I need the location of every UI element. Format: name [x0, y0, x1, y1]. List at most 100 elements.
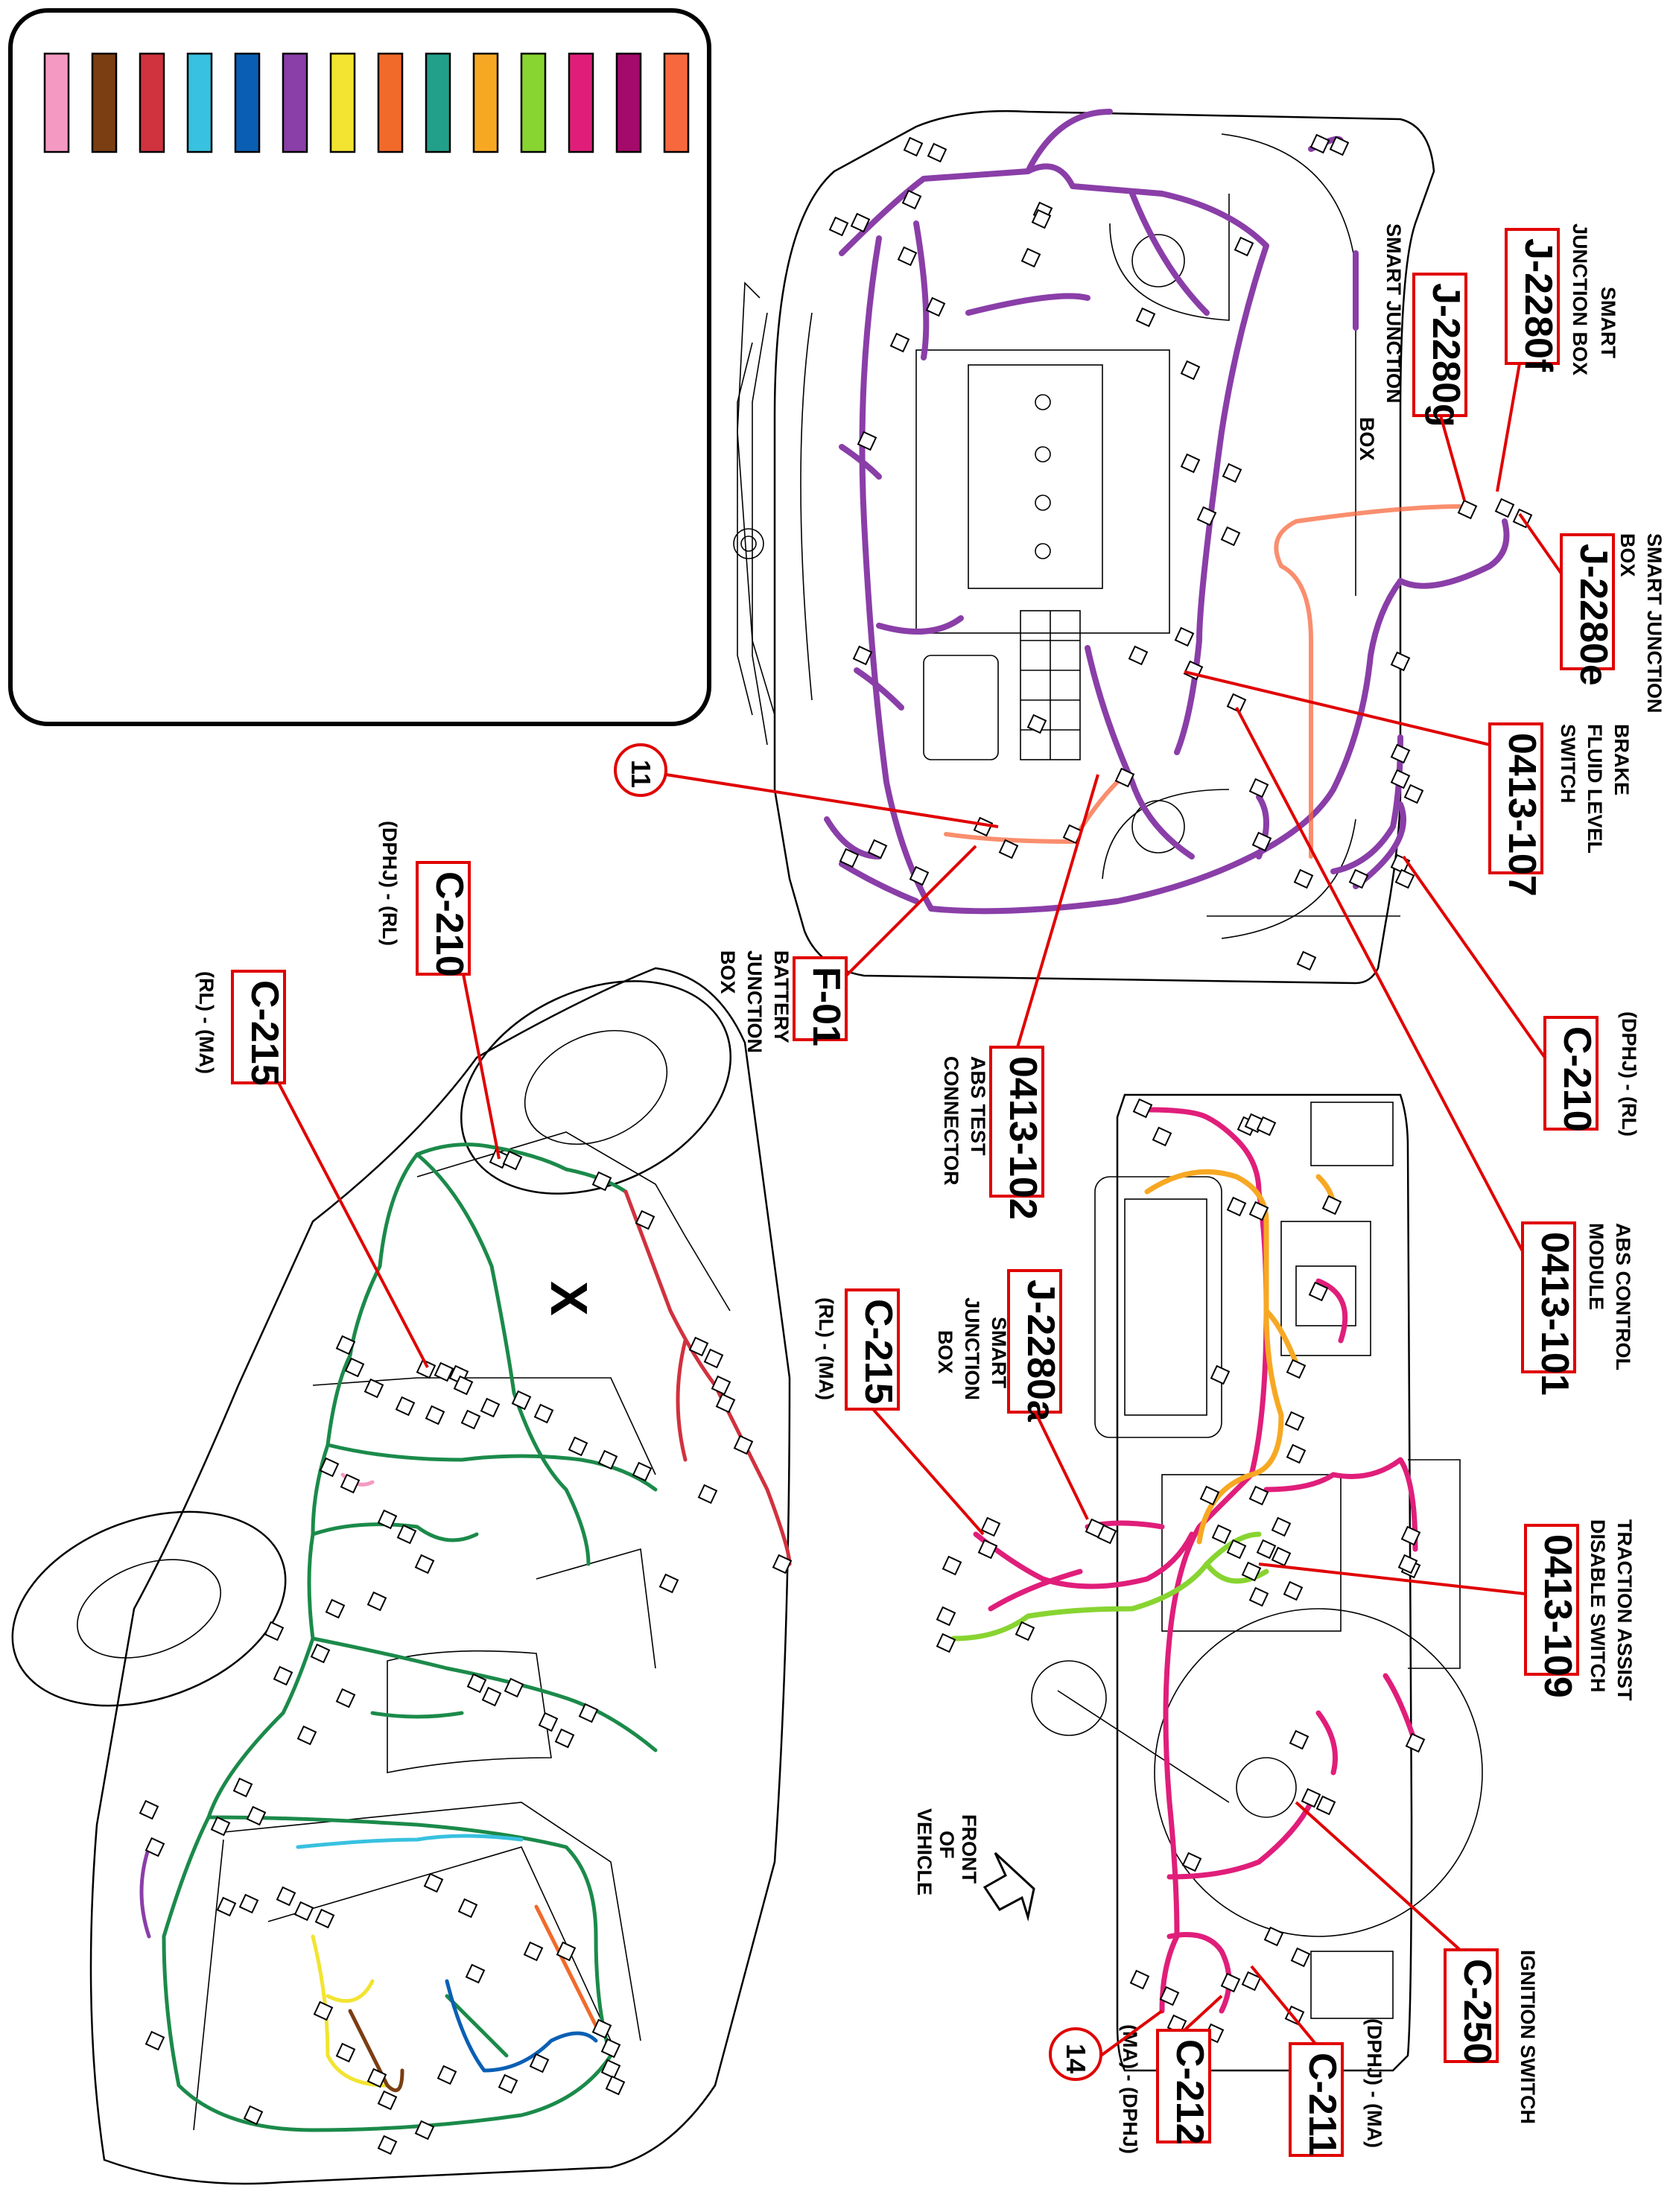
harness-connector: [1286, 1358, 1307, 1379]
harness-connector: [1248, 1201, 1269, 1221]
vehicle-leader-lines: [277, 973, 501, 1368]
harness-connector: [1180, 453, 1201, 474]
harness-connector: [1290, 1947, 1311, 1968]
label-c211: C-211 (DPHJ) - (MA): [1289, 2018, 1385, 2157]
label-c210-vehicle: C-210 (DPHJ) - (RL): [378, 821, 471, 977]
harness-connector: [1241, 1971, 1262, 1992]
legend-swatch: [472, 52, 499, 153]
harness-connector: [1271, 1516, 1292, 1537]
harness-connector: [1271, 1546, 1292, 1567]
legend-swatch: [663, 52, 690, 153]
label-0413-102: 0413-102 ABS TEST CONNECTOR: [940, 1046, 1044, 1220]
harness-connector: [395, 1396, 416, 1417]
harness-connector: [600, 2038, 621, 2059]
engine-connectors: [828, 133, 1533, 971]
harness-connector: [1248, 1485, 1269, 1506]
harness-connector: [1199, 1485, 1220, 1506]
harness-connector: [210, 1816, 231, 1837]
svg-text:SWITCH: SWITCH: [1557, 724, 1579, 803]
harness-connector: [1256, 1116, 1277, 1137]
legend-swatch: [43, 52, 70, 153]
svg-text:C-250: C-250: [1455, 1959, 1499, 2065]
harness-connector: [1226, 1196, 1247, 1217]
harness-connector: [1210, 1364, 1231, 1385]
harness-connector: [852, 645, 873, 666]
harness-connector: [1329, 136, 1350, 156]
legend-swatch: [91, 52, 118, 153]
harness-connector: [903, 136, 924, 157]
harness-connector: [942, 1555, 962, 1576]
harness-connector: [605, 2075, 626, 2096]
harness-connector: [1220, 1972, 1241, 1993]
label-c212: C-212 (MA) - (DPHJ): [1119, 2024, 1211, 2154]
harness-connector: [1289, 1729, 1309, 1750]
harness-connector: [243, 2105, 264, 2126]
harness-connector: [466, 1673, 487, 1694]
harness-connector: [425, 1405, 445, 1426]
harness-connector: [145, 2030, 165, 2051]
harness-connector: [1400, 1525, 1421, 1546]
harness-connector: [465, 1963, 486, 1984]
harness-connector: [635, 1210, 655, 1230]
dashboard-view: FRONT OF VEHICLE J-2280a SMA: [815, 1093, 1636, 2157]
harness-connector: [216, 1896, 237, 1917]
harness-connector: [658, 1573, 679, 1594]
front-of-vehicle-arrow: FRONT OF VEHICLE: [913, 1808, 1035, 1922]
label-c215-dash: C-215 (RL) - (MA): [815, 1288, 900, 1411]
harness-connector: [436, 2065, 457, 2085]
harness-connector: [498, 2073, 518, 2094]
harness-connector: [396, 1524, 417, 1545]
svg-text:(MA) - (DPHJ): (MA) - (DPHJ): [1119, 2024, 1141, 2154]
harness-connector: [1174, 626, 1195, 647]
harness-connector: [1397, 1554, 1418, 1574]
harness-connector: [889, 332, 910, 353]
harness-connector: [850, 212, 871, 233]
harness-connector: [457, 1898, 478, 1919]
label-c210-engine: C-210 (DPHJ) - (RL): [1543, 1011, 1640, 1137]
svg-text:0413-102: 0413-102: [1001, 1056, 1044, 1220]
engine-leader-lines: [665, 363, 1563, 1252]
harness-connector: [364, 1378, 384, 1399]
svg-text:FRONT: FRONT: [958, 1814, 980, 1884]
harness-connector: [554, 1728, 575, 1749]
harness-connector: [1180, 360, 1201, 381]
legend-swatch: [425, 52, 451, 153]
harness-connector: [313, 2000, 334, 2021]
svg-text:SMART JUNCTION: SMART JUNCTION: [1643, 533, 1666, 714]
harness-connector: [1293, 868, 1314, 889]
harness-connector: [481, 1686, 502, 1707]
fuse-box: [1020, 610, 1081, 760]
svg-text:BOX: BOX: [934, 1330, 956, 1374]
svg-text:ABS CONTROL: ABS CONTROL: [1612, 1223, 1634, 1370]
color-legend: [8, 8, 711, 726]
harness-connector: [529, 2053, 550, 2073]
harness-connector: [1020, 247, 1041, 268]
harness-connector: [1226, 693, 1247, 714]
harness-connector: [246, 1805, 267, 1826]
harness-connector: [1390, 743, 1411, 764]
harness-connector: [591, 2018, 612, 2039]
harness-connector: [335, 1688, 356, 1709]
harness-connector: [434, 1361, 454, 1382]
harness-connector: [1226, 1539, 1247, 1560]
harness-connector: [1286, 1443, 1307, 1464]
harness-connector: [1159, 1986, 1180, 2006]
legend-swatch: [329, 52, 356, 153]
harness-connector: [344, 1357, 365, 1378]
svg-text:C-212: C-212: [1168, 2039, 1211, 2145]
svg-text:C-210: C-210: [428, 871, 471, 977]
harness-connector: [1152, 1126, 1172, 1147]
harness-connector: [1234, 236, 1254, 257]
harness-connector: [711, 1375, 731, 1396]
harness-connector: [1457, 499, 1478, 520]
harness-connector: [839, 848, 860, 868]
harness-connector: [901, 189, 922, 210]
harness-connector: [909, 865, 930, 886]
harness-connector: [857, 430, 877, 451]
harness-connector: [927, 142, 947, 163]
svg-text:11: 11: [626, 760, 656, 788]
label-0413-109: 0413-109 TRACTION ASSIST DISABLE SWITCH: [1524, 1519, 1636, 1701]
svg-text:(RL) - (MA): (RL) - (MA): [815, 1297, 837, 1400]
dash-connectors: [936, 1098, 1426, 2044]
